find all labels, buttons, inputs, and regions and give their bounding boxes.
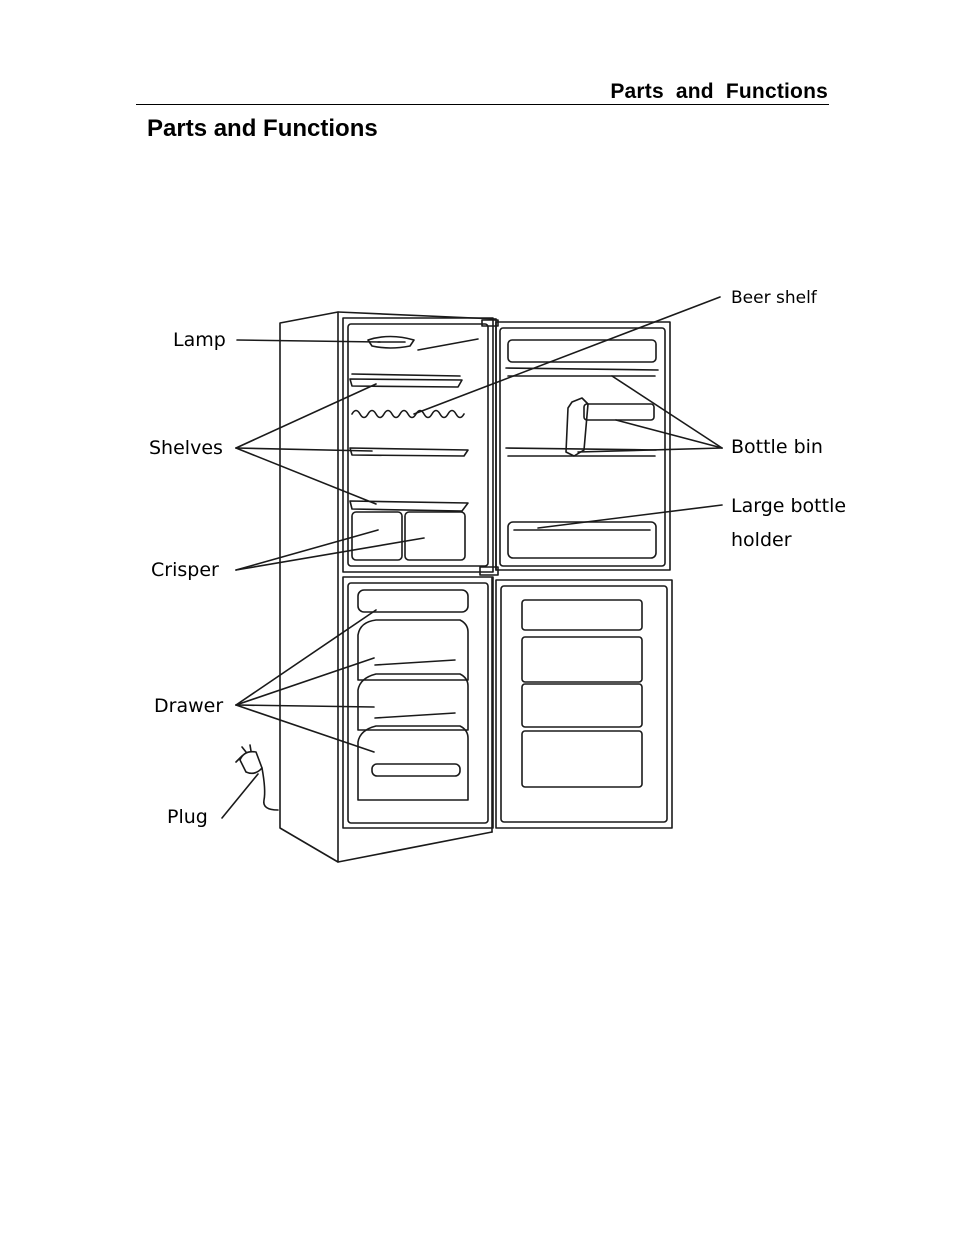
lamp-fixture	[367, 335, 479, 351]
cabinet-outline	[279, 311, 499, 863]
label-drawer: Drawer	[154, 695, 223, 717]
label-plug: Plug	[167, 806, 208, 828]
label-beer-shelf: Beer shelf	[731, 288, 818, 308]
freezer-drawers	[357, 589, 469, 801]
label-large-bottle-holder-line2: holder	[731, 529, 792, 551]
leader-lines	[221, 296, 723, 819]
callout-labels: Lamp Shelves Crisper Drawer Plug Beer sh…	[149, 288, 846, 828]
plug-illustration	[235, 744, 279, 811]
fridge-shelves	[349, 373, 469, 512]
label-crisper: Crisper	[151, 559, 219, 581]
label-large-bottle-holder-line1: Large bottle	[731, 495, 846, 517]
crisper-bins	[351, 511, 466, 561]
label-lamp: Lamp	[173, 329, 226, 351]
header-rule	[136, 104, 829, 105]
running-header: Parts and Functions	[610, 80, 828, 103]
freezer-door	[495, 579, 673, 829]
fridge-door	[495, 321, 671, 571]
beer-shelf-rack	[351, 409, 465, 419]
label-shelves: Shelves	[149, 437, 223, 459]
label-bottle-bin: Bottle bin	[731, 436, 823, 458]
page-title: Parts and Functions	[147, 115, 378, 142]
